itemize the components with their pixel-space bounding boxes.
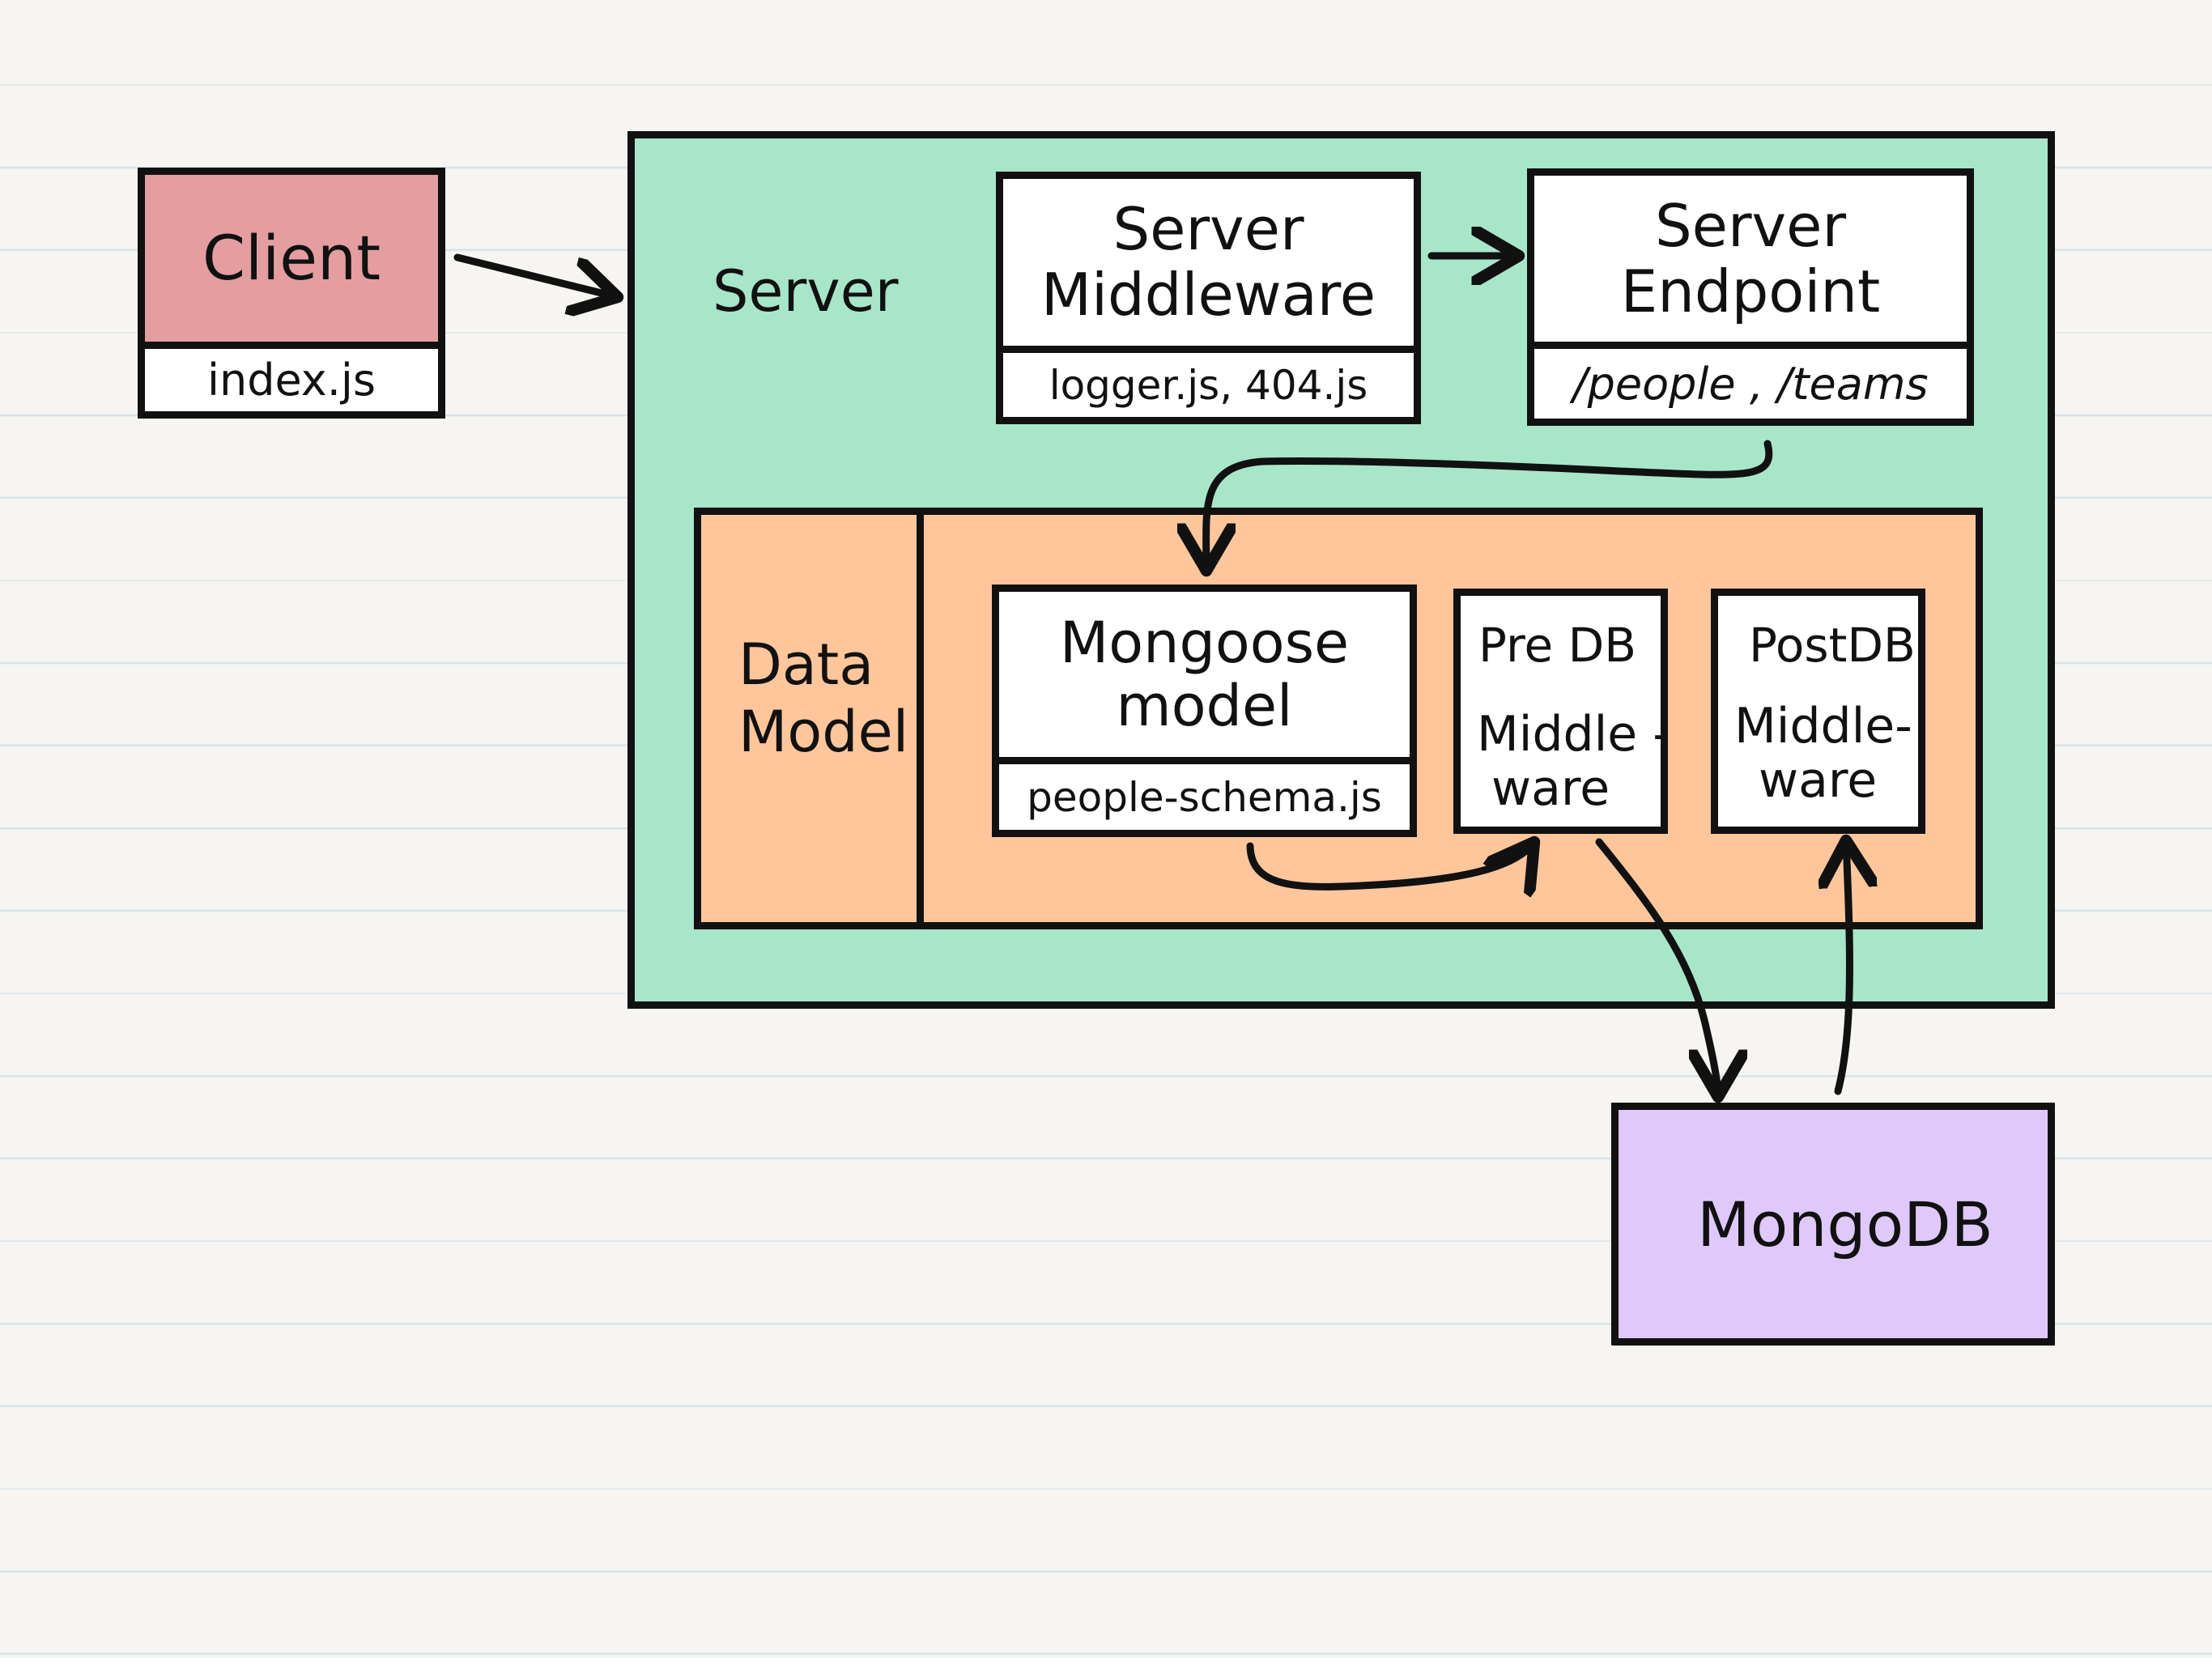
pre-db-label: Middle - ware bbox=[1477, 706, 1670, 818]
server-endpoint-header: Server Endpoint bbox=[1534, 176, 1967, 342]
data-model-divider bbox=[917, 508, 924, 929]
server-middleware-title-2: Middleware bbox=[1040, 261, 1376, 329]
server-label: Server bbox=[713, 258, 899, 325]
mongoose-model-file: people-schema.js bbox=[999, 757, 1410, 830]
server-middleware-title-1: Server bbox=[1112, 195, 1304, 264]
mongodb-label: MongoDB bbox=[1697, 1188, 1993, 1261]
client-title: Client bbox=[202, 222, 381, 295]
server-middleware-files-label: logger.js, 404.js bbox=[1049, 361, 1368, 409]
server-middleware-files: logger.js, 404.js bbox=[1003, 346, 1414, 417]
mongoose-model-header: Mongoose model bbox=[999, 592, 1410, 757]
post-db-label: Middle- ware bbox=[1734, 699, 1912, 808]
mongoose-model-title-2: model bbox=[1116, 673, 1293, 739]
post-db-middleware-box: PostDB Middle- ware bbox=[1711, 589, 1925, 834]
pre-db-label-2: ware bbox=[1491, 760, 1610, 818]
data-model-label: Data Model bbox=[738, 631, 908, 765]
mongoose-model-title-1: Mongoose bbox=[1059, 609, 1350, 676]
post-db-label-2: ware bbox=[1759, 752, 1878, 810]
mongoose-model-box: Mongoose model people-schema.js bbox=[992, 585, 1417, 837]
pre-db-middleware-box: Pre DB Middle - ware bbox=[1453, 589, 1670, 834]
server-endpoint-title-2: Endpoint bbox=[1620, 257, 1881, 325]
client-file: index.js bbox=[145, 342, 438, 411]
post-db-title: PostDB bbox=[1749, 618, 1916, 673]
server-middleware-header: Server Middleware bbox=[1003, 179, 1414, 346]
edge-client-to-server bbox=[453, 253, 618, 297]
client-file-label: index.js bbox=[206, 355, 376, 406]
data-model-label-1: Data bbox=[738, 631, 874, 698]
post-db-label-1: Middle- bbox=[1734, 698, 1912, 755]
server-endpoint-title-1: Server bbox=[1654, 191, 1847, 260]
pre-db-label-1: Middle - bbox=[1477, 706, 1670, 763]
pre-db-title: Pre DB bbox=[1478, 618, 1637, 673]
client-box: Client index.js bbox=[138, 168, 445, 419]
client-header: Client bbox=[145, 175, 438, 342]
server-endpoint-routes-label: /people , /teams bbox=[1572, 358, 1929, 410]
data-model-label-2: Model bbox=[738, 698, 909, 765]
mongodb-box: MongoDB bbox=[1611, 1103, 2055, 1346]
server-endpoint-box: Server Endpoint /people , /teams bbox=[1527, 168, 1974, 426]
mongoose-model-file-label: people-schema.js bbox=[1027, 773, 1382, 821]
server-endpoint-routes: /people , /teams bbox=[1534, 342, 1967, 419]
server-middleware-box: Server Middleware logger.js, 404.js bbox=[996, 172, 1421, 424]
